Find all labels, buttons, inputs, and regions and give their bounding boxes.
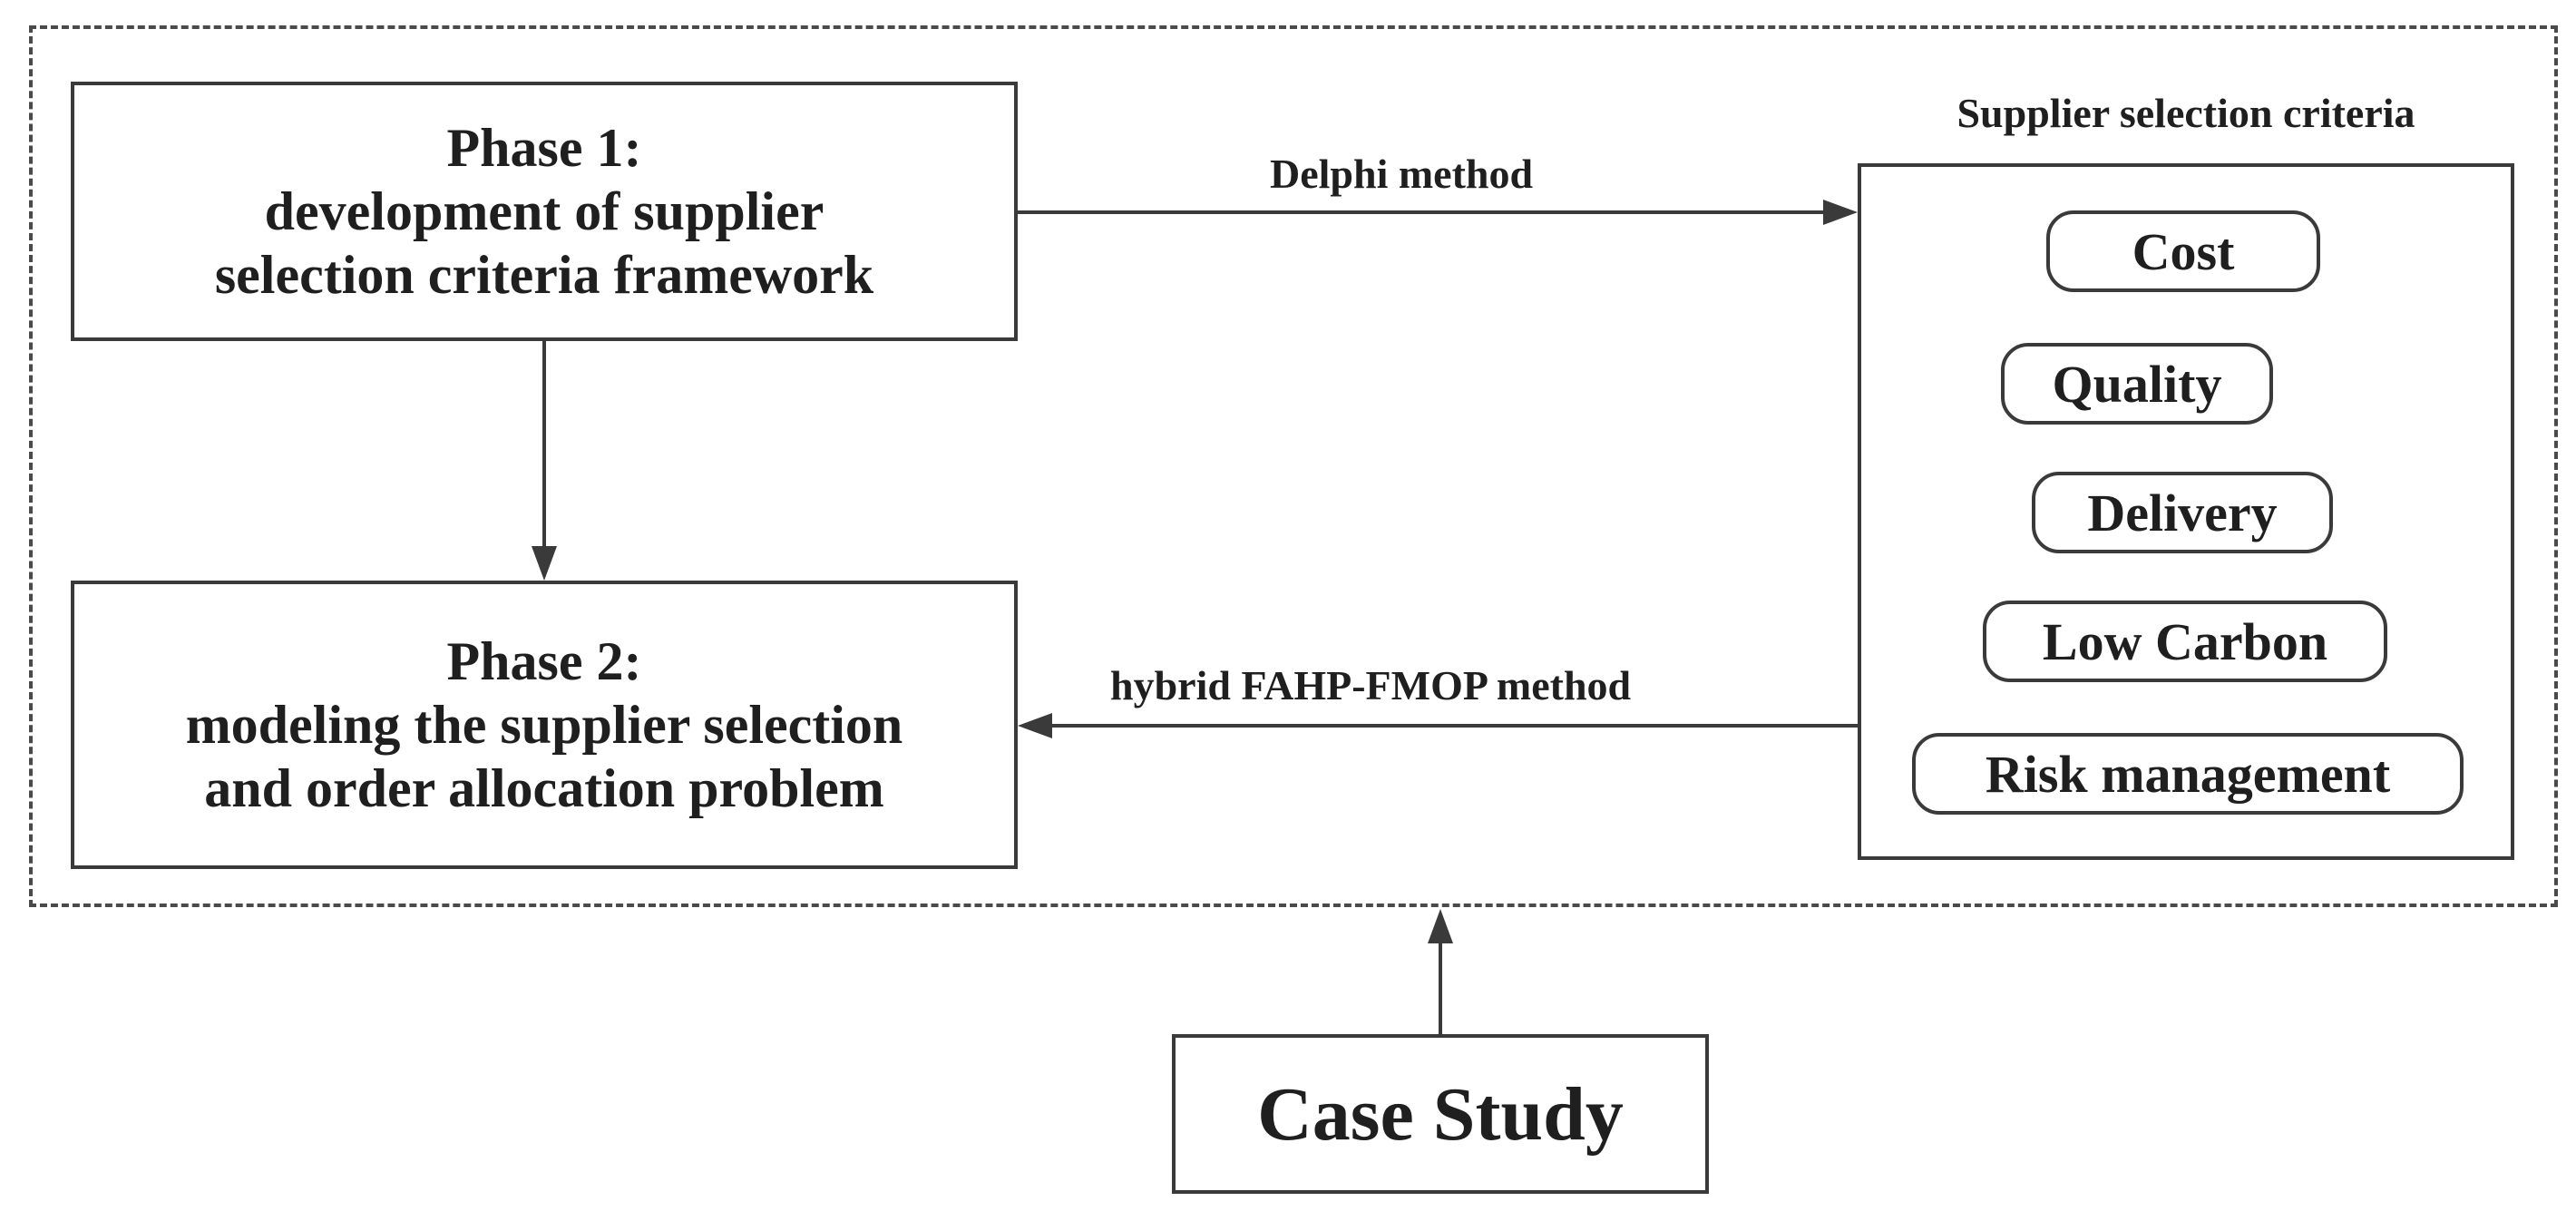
framework-dashed-boundary: [29, 25, 2558, 907]
criterion-delivery: Delivery: [2032, 472, 2333, 553]
phase-1-description-line-1: development of supplier: [264, 181, 825, 241]
criteria-panel: [1858, 163, 2514, 860]
arrow-case-study-to-framework: [1428, 909, 1453, 1034]
criterion-cost: Cost: [2046, 210, 2320, 292]
phase-2-box: Phase 2: modeling the supplier selection…: [71, 581, 1018, 869]
phase-1-heading: Phase 1:: [446, 118, 642, 178]
case-study-label: Case Study: [1257, 1071, 1624, 1157]
criterion-quality: Quality: [2001, 343, 2273, 425]
phase-2-description-line-2: and order allocation problem: [204, 758, 884, 818]
case-study-box: Case Study: [1172, 1034, 1709, 1194]
phase-2-description-line-1: modeling the supplier selection: [185, 695, 903, 755]
hybrid-method-label: hybrid FAHP-FMOP method: [1110, 662, 1632, 708]
phase-1-box: Phase 1: development of supplier selecti…: [71, 82, 1018, 341]
phase-1-description-line-2: selection criteria framework: [214, 245, 874, 305]
criterion-risk-management: Risk management: [1912, 733, 2464, 815]
delphi-method-label: Delphi method: [1270, 151, 1534, 197]
criteria-title: Supplier selection criteria: [1956, 90, 2415, 136]
criterion-low-carbon: Low Carbon: [1983, 601, 2387, 682]
phase-2-heading: Phase 2:: [446, 631, 642, 691]
